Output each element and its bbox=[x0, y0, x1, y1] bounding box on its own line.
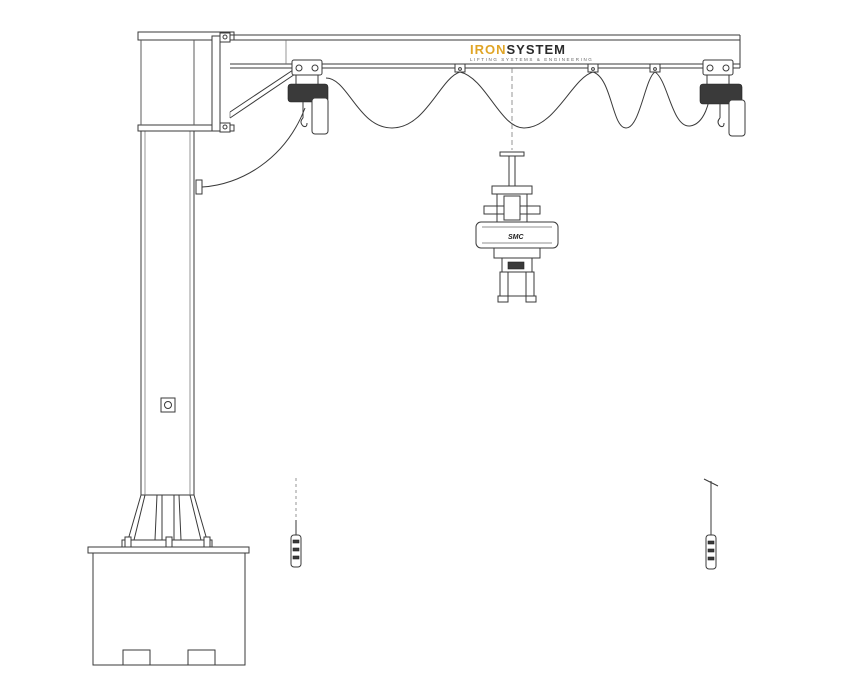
logo-o: O bbox=[485, 42, 496, 57]
svg-text:IRONSYSTEM: IRONSYSTEM bbox=[470, 42, 566, 57]
column-junction-box bbox=[160, 397, 176, 413]
logo-n: N bbox=[496, 42, 506, 57]
logo-tagline: LIFTING SYSTEMS & ENGINEERING bbox=[470, 57, 593, 62]
crane-column bbox=[137, 31, 235, 496]
crane-base bbox=[87, 494, 250, 666]
festoon-cable bbox=[325, 71, 711, 129]
left-chain-hoist bbox=[287, 59, 329, 135]
jib-brace bbox=[229, 67, 305, 119]
logo-system: SYSTEM bbox=[507, 42, 566, 57]
cable-trolleys bbox=[454, 63, 661, 73]
logo-iron: IR bbox=[470, 42, 485, 57]
right-pendant-control bbox=[703, 478, 719, 570]
cable-clamp bbox=[195, 107, 306, 195]
pneumatic-manipulator: SMC bbox=[475, 151, 559, 303]
smc-label: SMC bbox=[508, 234, 525, 241]
slewing-bearing bbox=[211, 32, 231, 133]
right-chain-hoist bbox=[699, 59, 746, 137]
ironsystem-logo: IRONSYSTEM LIFTING SYSTEMS & ENGINEERING bbox=[470, 42, 593, 62]
left-pendant-control bbox=[290, 478, 302, 568]
